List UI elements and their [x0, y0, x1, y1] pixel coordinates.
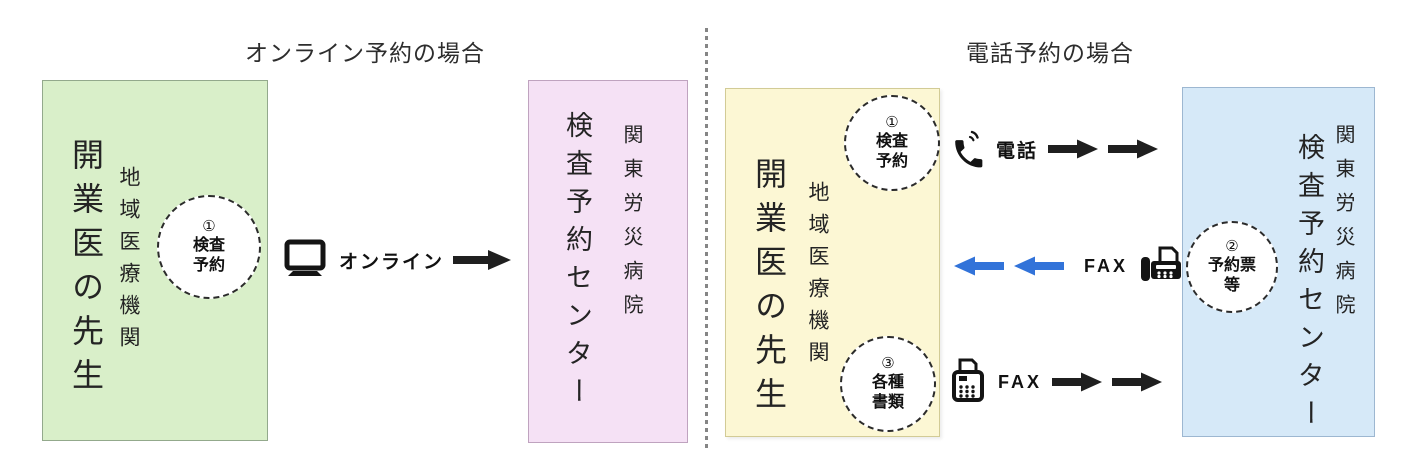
- online-label: オンライン: [339, 251, 445, 273]
- arrow-right-icon: [1052, 372, 1103, 392]
- phone-icon: [955, 130, 983, 168]
- step3-documents-badge: ③ 各種 書類: [840, 336, 936, 432]
- clinic-primary-text: 開業医の先生: [751, 157, 787, 421]
- step3-number: ③: [881, 355, 895, 373]
- phone-call-row: 電話: [950, 126, 1159, 172]
- phone-label: 電話: [996, 140, 1039, 162]
- hospital-center-text: 検査予約センター: [562, 111, 592, 415]
- step2-number: ②: [1225, 238, 1239, 256]
- hospital-name-text: 関東労災病院: [620, 124, 642, 328]
- clinic-secondary-text: 地域医療機関: [117, 166, 140, 358]
- step1-line1: 検査: [192, 236, 225, 254]
- step2-reservation-slip-badge: ② 予約票 等: [1186, 221, 1278, 313]
- online-channel-row: オンライン: [280, 234, 512, 286]
- step2-line2: 等: [1223, 276, 1240, 294]
- arrow-left-icon: [954, 256, 1004, 276]
- step1-line2: 予約: [875, 152, 908, 170]
- step3-line1: 各種: [871, 373, 904, 391]
- fax-upright-icon: [952, 358, 984, 402]
- step1-line1: 検査: [875, 132, 908, 150]
- fax-send-row: FAX: [948, 356, 1163, 408]
- step2-line1: 予約票: [1207, 256, 1256, 274]
- phone-diagram-title: 電話予約の場合: [966, 40, 1134, 66]
- arrow-right-icon: [1108, 139, 1159, 159]
- step1-exam-reservation-badge-online: ① 検査 予約: [157, 195, 261, 299]
- step1-number: ①: [202, 218, 216, 236]
- fax-machine-icon: [1141, 246, 1182, 281]
- hospital-box-online: 検査予約センター 関東労災病院: [528, 80, 688, 443]
- section-divider: [705, 28, 708, 449]
- fax-return-row: FAX: [954, 240, 1184, 292]
- step1-number: ①: [885, 114, 899, 132]
- arrow-right-icon: [453, 250, 512, 270]
- computer-icon: [284, 239, 326, 276]
- step1-exam-reservation-badge-phone: ① 検査 予約: [844, 95, 940, 191]
- step3-line2: 書類: [871, 393, 904, 411]
- arrow-right-icon: [1112, 372, 1163, 392]
- clinic-primary-text: 開業医の先生: [68, 138, 104, 402]
- step1-line2: 予約: [192, 256, 225, 274]
- arrow-left-icon: [1014, 256, 1064, 276]
- clinic-secondary-text: 地域医療機関: [806, 181, 829, 373]
- online-diagram-title: オンライン予約の場合: [245, 40, 485, 66]
- hospital-center-text: 検査予約センター: [1294, 133, 1324, 437]
- fax-send-label: FAX: [998, 371, 1043, 392]
- arrow-right-icon: [1048, 139, 1099, 159]
- hospital-name-text: 関東労災病院: [1332, 124, 1354, 328]
- fax-return-label: FAX: [1084, 255, 1129, 276]
